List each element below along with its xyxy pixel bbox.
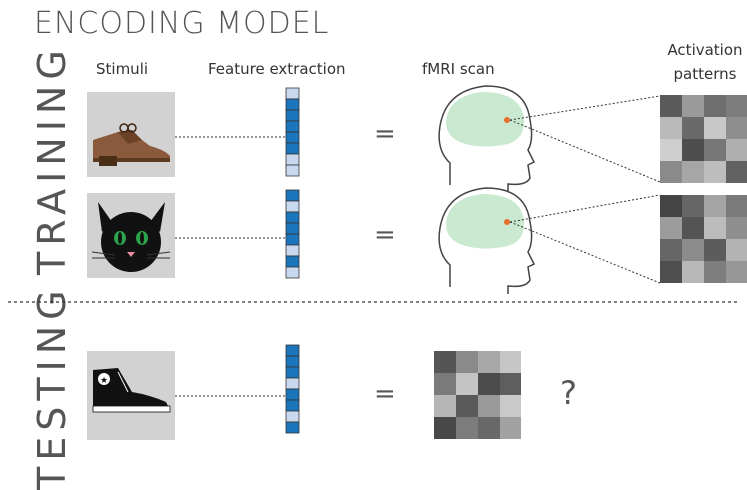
feature-vector (285, 87, 300, 177)
activation-patterns-column-header: Activation patterns (667, 41, 743, 83)
diagram-title: ENCODING MODEL (34, 6, 330, 41)
fmri-scan-column-header: fMRI scan (422, 60, 495, 78)
feature-extraction-column-header: Feature extraction (208, 60, 346, 78)
predicted-activation-grid (434, 351, 521, 439)
sneaker-stimulus-image: ★ (87, 351, 175, 440)
shoe-stimulus-image (87, 92, 175, 177)
question-mark: ? (560, 374, 577, 412)
equals-sign: = (374, 119, 396, 149)
activation-pattern-grid (660, 95, 747, 183)
equals-sign: = (374, 379, 396, 409)
stimuli-column-header: Stimuli (96, 60, 149, 78)
svg-text:★: ★ (100, 376, 108, 386)
feature-vector (285, 344, 300, 434)
feature-vector (285, 189, 300, 279)
activation-pattern-grid (660, 195, 747, 283)
fmri-head-icon (438, 85, 661, 192)
equals-sign: = (374, 220, 396, 250)
fmri-head-icon (438, 187, 661, 294)
diagram-graphics: ★ (8, 85, 747, 440)
cat-stimulus-image (87, 193, 175, 278)
